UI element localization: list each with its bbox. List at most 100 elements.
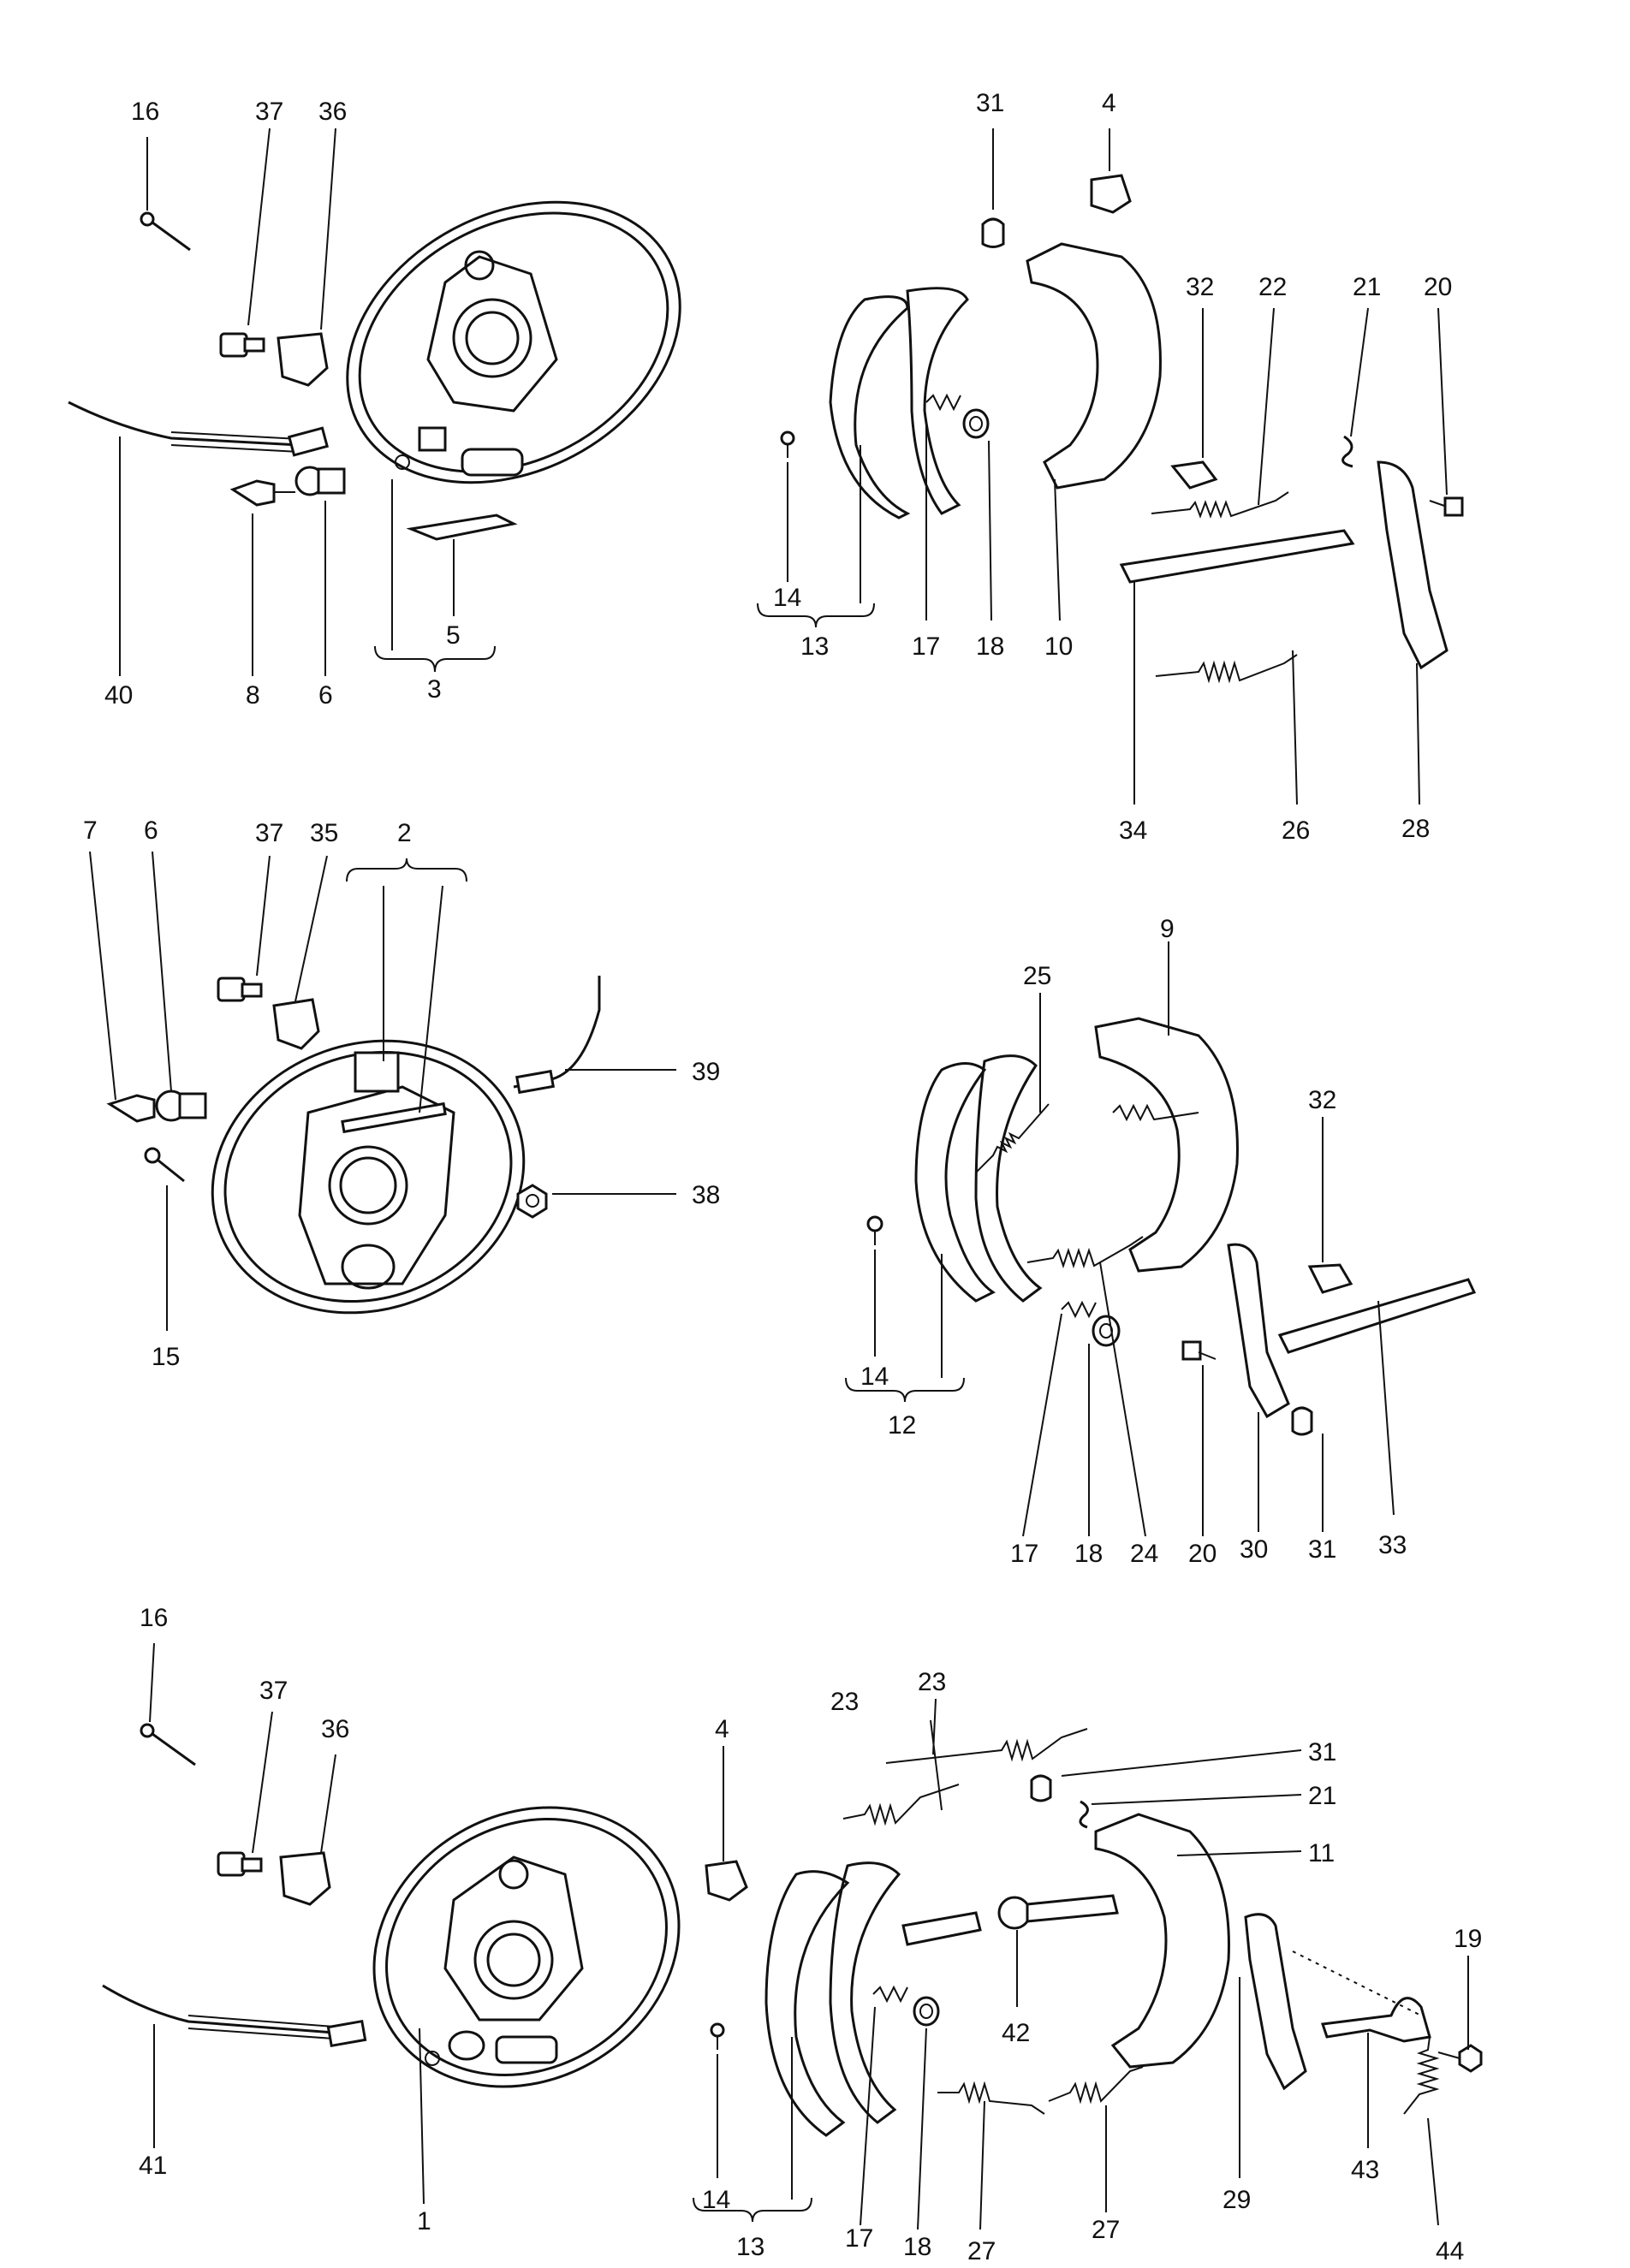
spring-44 (1403, 2036, 1440, 2115)
lever-30 (1227, 1243, 1290, 1419)
spring-25 (975, 1103, 1050, 1173)
callout-32: 32 (1186, 273, 1214, 301)
callout-28: 28 (1401, 815, 1430, 843)
pin-14 (780, 430, 795, 458)
callout-31: 31 (1308, 1738, 1336, 1766)
callout-18: 18 (976, 632, 1004, 661)
callout-37: 37 (255, 98, 283, 126)
callout-13: 13 (800, 632, 829, 661)
callout-6: 6 (144, 816, 158, 845)
callout-23: 23 (918, 1668, 946, 1696)
callout-4: 4 (715, 1715, 729, 1743)
spring-23-upper (885, 1728, 1088, 1764)
brake-shoe-13 (829, 295, 911, 520)
spring-27-left (937, 2081, 1045, 2115)
adjuster-wheel-6 (155, 1089, 207, 1122)
adjuster-42 (901, 1894, 1119, 1946)
callout-13: 13 (736, 2233, 764, 2261)
spring-17 (925, 393, 961, 412)
clip-35 (272, 998, 320, 1050)
callout-labels: 16 37 36 40 8 6 5 3 31 4 32 22 21 20 14 … (83, 89, 1482, 2265)
callout-1: 1 (417, 2207, 431, 2235)
spring-cap-18 (913, 1996, 940, 2027)
callout-20: 20 (1424, 273, 1452, 301)
spring-link-21 (1079, 1800, 1089, 1829)
callout-43: 43 (1351, 2156, 1379, 2184)
callout-25: 25 (1023, 962, 1051, 990)
pin-15 (144, 1147, 185, 1183)
pin-20 (1429, 496, 1464, 517)
bushing-4 (705, 1860, 748, 1902)
bolt-37 (217, 977, 263, 1002)
callout-42: 42 (1002, 2019, 1030, 2047)
callout-3: 3 (427, 675, 442, 704)
callout-17: 17 (1010, 1540, 1038, 1568)
callout-41: 41 (139, 2152, 167, 2180)
callout-14: 14 (860, 1363, 889, 1391)
callout-30: 30 (1240, 1535, 1268, 1564)
callout-32: 32 (1308, 1086, 1336, 1114)
pin-16 (140, 1723, 196, 1766)
callout-18: 18 (1074, 1540, 1103, 1568)
callout-23: 23 (830, 1688, 859, 1716)
callout-19: 19 (1454, 1925, 1482, 1953)
bottom-left-backplate-group (102, 1642, 748, 2205)
shim-plate-5 (406, 514, 518, 541)
callout-37: 37 (259, 1677, 288, 1705)
callout-10: 10 (1044, 632, 1073, 661)
callout-14: 14 (773, 584, 801, 612)
callout-5: 5 (446, 621, 461, 650)
callout-21: 21 (1308, 1782, 1336, 1810)
spring-24 (1026, 1236, 1144, 1269)
callout-37: 37 (255, 819, 283, 847)
callout-12: 12 (888, 1411, 916, 1440)
handbrake-cable-40 (68, 401, 300, 447)
clip-31 (1030, 1774, 1052, 1802)
bleed-screw-7 (106, 1094, 156, 1123)
callout-6: 6 (318, 681, 333, 709)
clip-31 (981, 217, 1005, 248)
callout-44: 44 (1436, 2237, 1464, 2265)
callout-22: 22 (1258, 273, 1287, 301)
top-right-shoes-group (757, 128, 1464, 805)
brake-shoe-9 (1094, 1017, 1239, 1273)
callout-2: 2 (397, 819, 412, 847)
spring-22 (1151, 491, 1289, 519)
clip-36 (279, 1851, 331, 1906)
callout-11: 11 (1308, 1839, 1335, 1867)
callout-15: 15 (152, 1343, 180, 1371)
callout-36: 36 (321, 1715, 349, 1743)
top-left-backplate-group (68, 128, 681, 676)
callout-17: 17 (912, 632, 940, 661)
brake-backing-plate-top (346, 200, 681, 484)
callout-24: 24 (1130, 1540, 1158, 1568)
callout-26: 26 (1282, 816, 1310, 845)
brake-shoe-11 (1094, 1813, 1230, 2069)
pin-14 (710, 2022, 725, 2050)
spring-link-21 (1341, 435, 1353, 468)
callout-27: 27 (967, 2237, 996, 2265)
spring-27-right (1048, 2066, 1144, 2105)
pin-19 (1437, 2044, 1483, 2073)
strut-33 (1277, 1278, 1477, 1354)
brake-shoe-10 (1026, 242, 1162, 490)
spring-26 (1155, 654, 1298, 684)
strut-34 (1119, 529, 1355, 584)
callout-39: 39 (692, 1058, 720, 1086)
callout-34: 34 (1119, 816, 1147, 845)
bolt-37 (219, 332, 265, 358)
clip-32 (1307, 1263, 1353, 1294)
callout-40: 40 (104, 681, 133, 709)
callout-17: 17 (845, 2224, 873, 2253)
pin-20 (1181, 1340, 1217, 1361)
clip-32 (1170, 460, 1218, 490)
callout-7: 7 (83, 816, 98, 845)
handbrake-cable-41 (102, 1984, 335, 2034)
spring-17 (1061, 1300, 1097, 1319)
spring-17 (872, 1985, 908, 2004)
nut-38 (516, 1184, 548, 1219)
brake-shoe-12 (914, 1062, 996, 1303)
brake-backing-plate-middle (211, 1039, 526, 1315)
callout-16: 16 (131, 98, 159, 126)
callout-8: 8 (246, 681, 260, 709)
